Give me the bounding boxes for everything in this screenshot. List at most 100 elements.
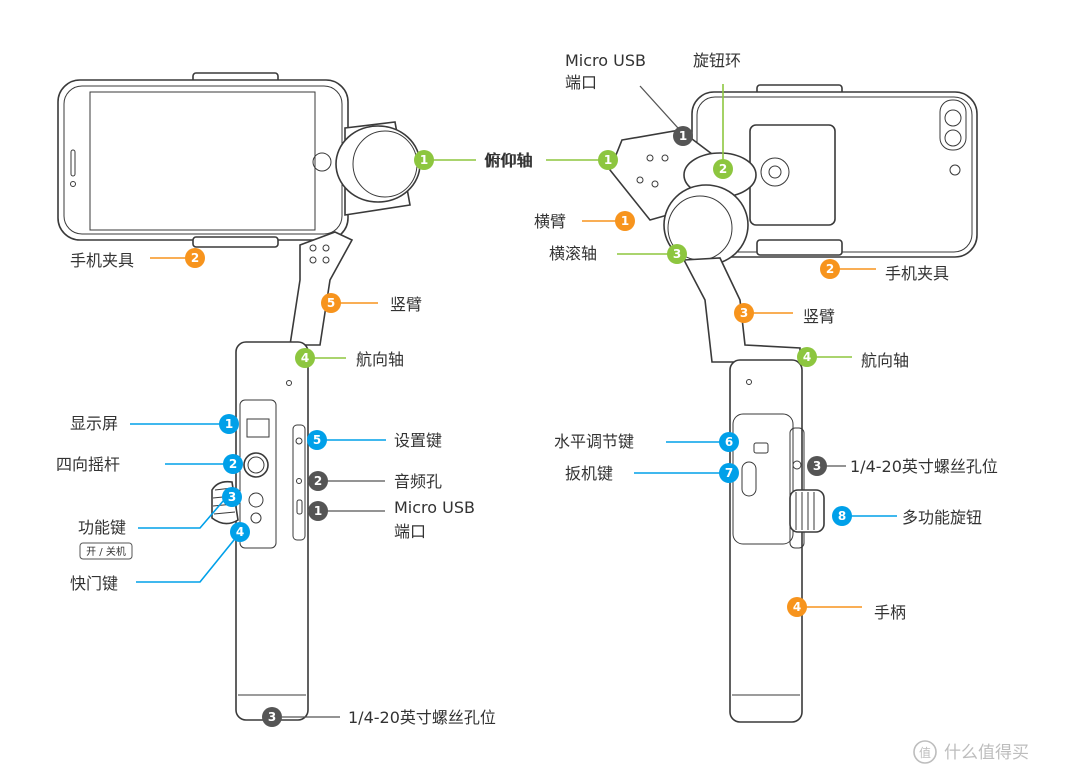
left-badge-phone-clamp — [185, 248, 205, 268]
right-label-pan-axis: 航向轴 — [861, 351, 909, 370]
left-badge-pan-axis — [295, 348, 315, 368]
left-badge-audio-jack — [308, 471, 328, 491]
left-function-button — [248, 492, 264, 508]
left-badge-display-num: 1 — [225, 417, 233, 431]
left-device-drawing — [57, 72, 421, 721]
right-badge-trigger-key — [719, 463, 739, 483]
right-badge-level-key-num: 6 — [725, 435, 733, 449]
right-badge-vertical-arm-num: 3 — [740, 306, 748, 320]
left-label-pitch-axis: 俯仰轴 — [484, 151, 532, 170]
left-badge-settings-key-num: 5 — [313, 433, 321, 447]
left-badge-pan-axis-num: 4 — [301, 351, 309, 365]
left-badge-function-key — [222, 487, 242, 507]
right-trigger-button — [741, 461, 757, 497]
left-badge-vertical-arm-num: 5 — [327, 296, 335, 310]
left-phone-home-button — [312, 152, 332, 172]
left-power-tag — [79, 542, 133, 560]
right-badge-pitch-axis-num: 1 — [604, 153, 612, 167]
right-label-roll-axis: 横滚轴 — [549, 244, 597, 263]
right-badge-handle — [787, 597, 807, 617]
right-badge-knob-ring — [713, 159, 733, 179]
left-badge-micro-usb-num: 1 — [314, 504, 322, 518]
right-badge-phone-clamp-num: 2 — [826, 262, 834, 276]
left-badge-display — [219, 414, 239, 434]
right-label-micro-usb: Micro USB — [565, 51, 646, 70]
right-label-phone-clamp: 手机夹具 — [885, 264, 949, 283]
right-badge-roll-axis-num: 3 — [673, 247, 681, 261]
right-badge-vertical-arm — [734, 303, 754, 323]
left-label-phone-clamp: 手机夹具 — [70, 251, 134, 270]
right-badge-phone-clamp — [820, 259, 840, 279]
right-badge-pan-axis — [797, 347, 817, 367]
left-badge-pitch-axis-num: 1 — [420, 153, 428, 167]
right-badge-level-key — [719, 432, 739, 452]
right-badge-roll-axis — [667, 244, 687, 264]
left-label-micro-usb: Micro USB — [394, 498, 475, 517]
left-control-panel — [239, 399, 277, 549]
right-badge-trigger-key-num: 7 — [725, 466, 733, 480]
left-badge-shutter-key — [230, 522, 250, 542]
left-label-function-key: 功能键 — [78, 518, 126, 537]
left-shutter-button — [250, 512, 262, 524]
left-label-settings-key: 设置键 — [394, 431, 442, 450]
right-label-multi-knob: 多功能旋钮 — [902, 508, 982, 527]
right-label-cross-arm: 横臂 — [534, 212, 566, 231]
left-label-shutter-key: 快门键 — [70, 574, 118, 593]
right-label-trigger-key: 扳机键 — [565, 464, 613, 483]
right-badge-micro-usb — [673, 126, 693, 146]
left-label-joystick: 四向摇杆 — [56, 455, 120, 474]
svg-text:值: 值 — [919, 745, 931, 760]
right-badge-pitch-axis — [598, 150, 618, 170]
right-phone-camera — [939, 99, 967, 151]
left-label-power-onoff: 开 / 关机 — [86, 545, 126, 558]
right-label-micro-usb-port: 端口 — [565, 73, 597, 92]
left-callouts: 1 俯仰轴 2 手机夹具 5 竖臂 4 航向轴 1 显示屏 2 四向摇杆 3 功… — [56, 150, 532, 727]
right-label-knob-ring: 旋钮环 — [693, 51, 741, 70]
right-badge-screw-hole-num: 3 — [813, 459, 821, 473]
watermark-text: 什么值得买 — [944, 743, 1029, 763]
left-badge-screw-hole — [262, 707, 282, 727]
right-callouts: Micro USB 端口 1 旋钮环 2 俯仰轴 1 横臂 1 横滚轴 3 2 … — [485, 51, 998, 622]
left-badge-settings-key — [307, 430, 327, 450]
left-badge-screw-hole-num: 3 — [268, 710, 276, 724]
left-badge-audio-jack-num: 2 — [314, 474, 322, 488]
watermark: 值 什么值得买 — [913, 740, 1029, 764]
right-badge-handle-num: 4 — [793, 600, 801, 614]
left-badge-shutter-key-num: 4 — [236, 525, 244, 539]
left-badge-joystick-num: 2 — [229, 457, 237, 471]
left-label-audio-jack: 音频孔 — [394, 472, 442, 491]
right-label-screw-hole: 1/4-20英寸螺丝孔位 — [850, 457, 998, 476]
left-vertical-arm — [289, 231, 354, 346]
left-phone-screen — [89, 91, 316, 231]
left-label-screw-hole: 1/4-20英寸螺丝孔位 — [348, 708, 496, 727]
right-label-pitch-axis: 俯仰轴 — [485, 151, 533, 170]
left-badge-micro-usb — [308, 501, 328, 521]
left-label-vertical-arm: 竖臂 — [390, 295, 422, 314]
right-level-button — [753, 442, 769, 454]
left-phone — [57, 79, 349, 241]
right-badge-micro-usb-num: 1 — [679, 129, 687, 143]
left-badge-pitch-axis — [414, 150, 434, 170]
right-badge-multi-knob — [832, 506, 852, 526]
left-label-pan-axis: 航向轴 — [356, 350, 404, 369]
left-badge-joystick — [223, 454, 243, 474]
right-label-vertical-arm: 竖臂 — [803, 307, 835, 326]
right-badge-knob-ring-num: 2 — [719, 162, 727, 176]
left-label-display: 显示屏 — [70, 414, 118, 433]
left-pitch-motor — [335, 125, 421, 203]
left-badge-phone-clamp-num: 2 — [191, 251, 199, 265]
right-device-drawing — [609, 84, 978, 723]
right-badge-screw-hole — [807, 456, 827, 476]
left-display-screen — [246, 418, 270, 438]
right-badge-pan-axis-num: 4 — [803, 350, 811, 364]
right-badge-cross-arm-num: 1 — [621, 214, 629, 228]
right-label-handle: 手柄 — [874, 603, 906, 622]
right-phone-clamp — [749, 124, 836, 226]
right-badge-multi-knob-num: 8 — [838, 509, 846, 523]
right-vertical-arm — [682, 257, 801, 363]
right-handle — [729, 359, 803, 723]
value-icon: 值 — [913, 740, 937, 764]
left-badge-function-key-num: 3 — [228, 490, 236, 504]
right-badge-cross-arm — [615, 211, 635, 231]
